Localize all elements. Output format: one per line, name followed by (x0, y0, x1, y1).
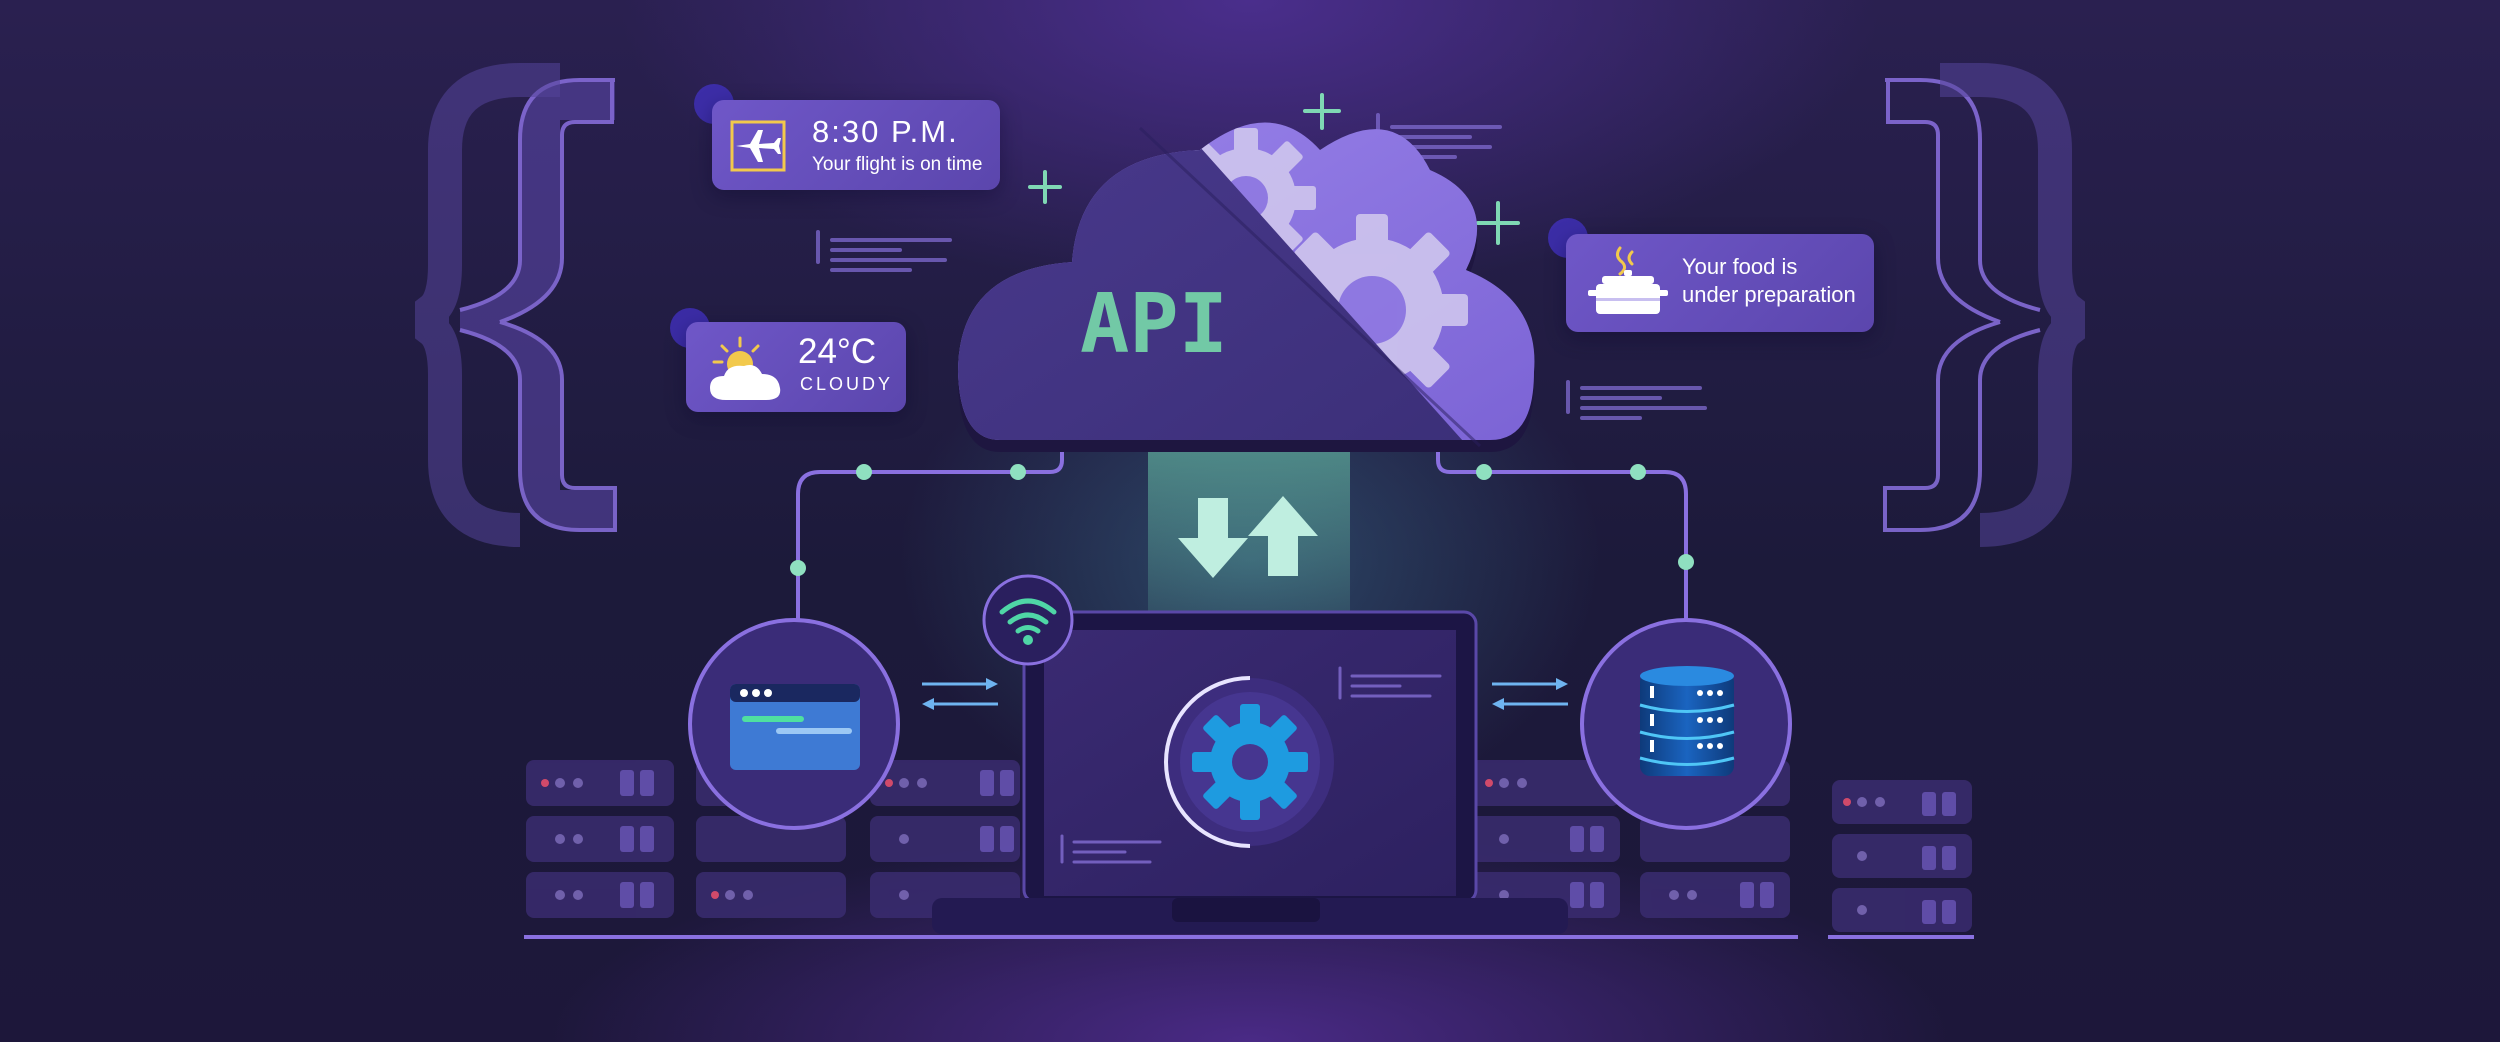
food-status-card: Your food is under preparation (1566, 234, 1874, 332)
airplane-icon (730, 120, 786, 172)
left-curly-brace (415, 63, 617, 547)
up-down-arrows-icon (1178, 496, 1318, 578)
api-label: API (1080, 277, 1228, 372)
database-node (1580, 618, 1792, 830)
browser-window-icon (730, 684, 860, 770)
client-node (688, 618, 900, 830)
food-status-line2: under preparation (1682, 282, 1856, 307)
weather-card: 24°C CLOUDY (686, 322, 906, 412)
right-curly-brace (1883, 63, 2085, 547)
sparkle-plus-icons (1028, 93, 1520, 245)
gear-icon (1176, 128, 1468, 406)
api-cloud-icon: API (958, 122, 1535, 452)
flight-status-text: Your flight is on time (812, 154, 983, 175)
weather-condition: CLOUDY (800, 374, 894, 394)
flight-status-card: 8:30 P.M. Your flight is on time (712, 100, 1000, 190)
temperature: 24°C (798, 332, 877, 371)
flight-time: 8:30 P.M. (812, 114, 959, 149)
data-transfer-beam (1148, 446, 1350, 616)
database-icon (1639, 666, 1735, 776)
food-status-line1: Your food is (1682, 254, 1798, 279)
partly-cloudy-icon (710, 336, 781, 400)
wifi-bubble (982, 574, 1074, 666)
connector-lines (796, 440, 1688, 620)
request-arrows (922, 678, 1568, 710)
wifi-icon (999, 598, 1057, 634)
cooking-pot-icon (1588, 246, 1668, 314)
settings-gear-icon (1192, 704, 1308, 820)
connector-nodes (790, 464, 1694, 576)
